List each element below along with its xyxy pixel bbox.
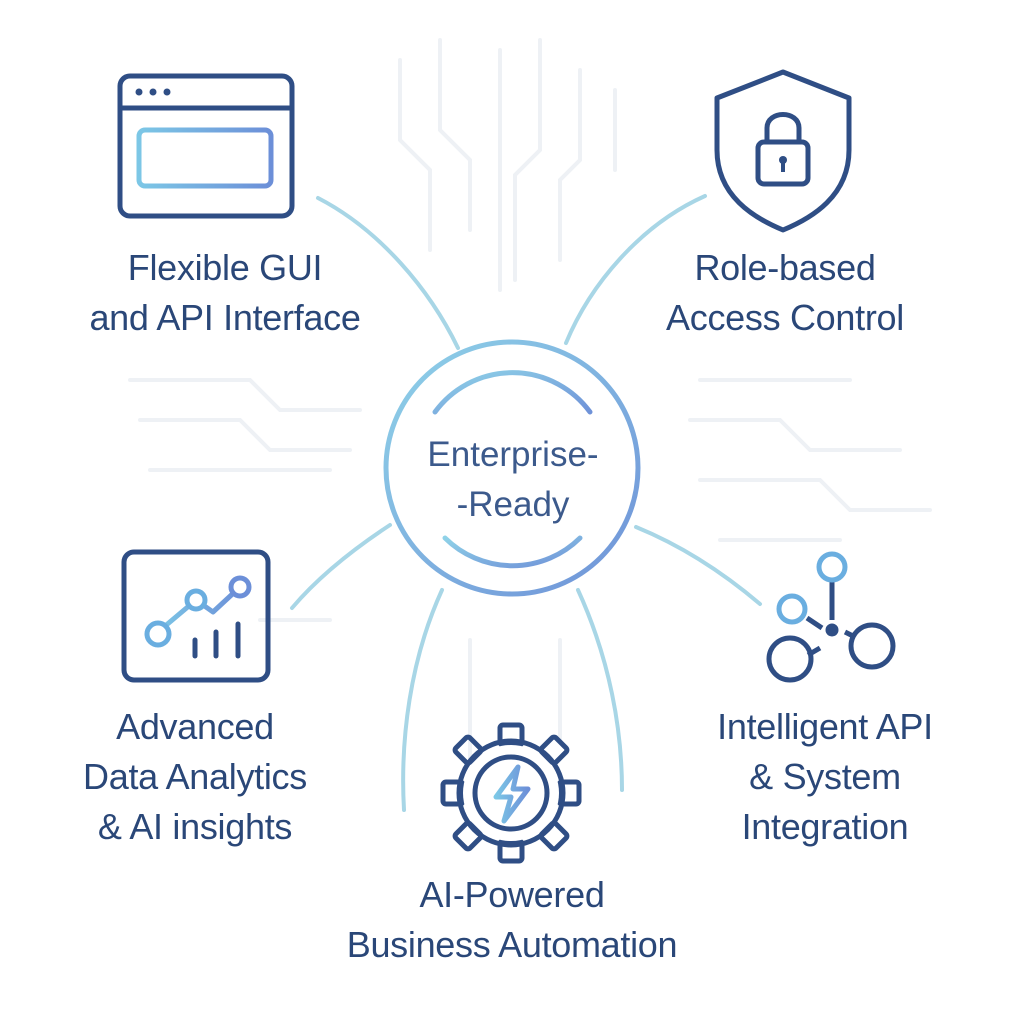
hub-top-arc [432,370,593,415]
feature-label-integration-line-3: Integration [741,806,909,847]
network-nodes-icon [766,551,896,683]
feature-label-access-line-1: Role-based [694,247,876,288]
gear-lightning-icon [440,722,582,864]
connector-analytics [290,523,392,610]
feature-label-automation-line-1: AI-Powered [419,874,605,915]
connector-automation-right [576,588,624,792]
hub-bottom-arc [442,535,583,569]
connector-gui [316,196,460,350]
feature-label-analytics-line-2: Data Analytics [83,756,307,797]
shield-lock-icon [714,69,852,233]
feature-label-analytics-line-1: Advanced [116,706,274,747]
connectors [290,194,762,812]
hub-title-line-1: Enterprise- [427,435,599,474]
feature-label-access-line-2: Access Control [666,297,904,338]
analytics-chart-icon [121,549,271,683]
hub-title-line-2: -Ready [456,485,570,524]
feature-label-integration-line-2: & System [749,756,901,797]
feature-label-automation: AI-Powered Business Automation [312,870,712,970]
feature-label-gui-line-1: Flexible GUI [127,247,323,288]
feature-label-integration: Intelligent API & System Integration [680,702,970,852]
feature-label-analytics: Advanced Data Analytics & AI insights [50,702,340,852]
feature-label-automation-line-2: Business Automation [346,924,678,965]
feature-label-access: Role-based Access Control [630,243,940,343]
hub [383,339,641,597]
feature-label-integration-line-1: Intelligent API [717,706,933,747]
feature-label-gui-line-2: and API Interface [89,297,361,338]
feature-label-gui: Flexible GUI and API Interface [60,243,390,343]
hub-outer-ring [383,339,641,597]
connector-integration [634,525,762,606]
background-circuit [128,38,932,762]
hub-title: Enterprise- -Ready [383,430,643,530]
connector-automation-left [401,588,444,812]
connector-access [564,194,707,345]
browser-window-icon [117,73,295,219]
feature-label-analytics-line-3: & AI insights [97,806,293,847]
